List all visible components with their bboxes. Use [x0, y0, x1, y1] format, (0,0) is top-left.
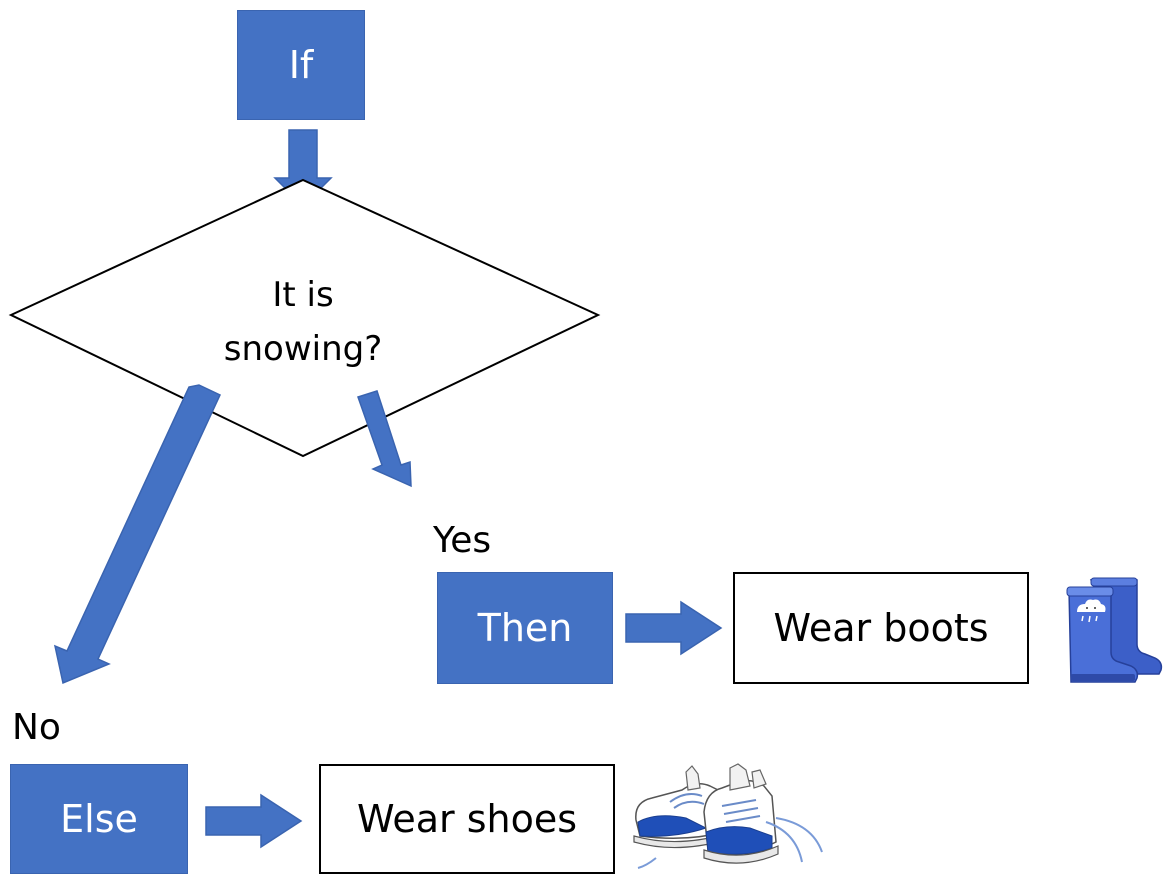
else-block: Else	[10, 764, 188, 874]
decision-question-line1: It is	[272, 275, 334, 315]
yes-label: Yes	[433, 520, 492, 561]
decision-diamond	[8, 178, 601, 458]
decision-question-line2: snowing?	[223, 329, 383, 369]
then-to-action-arrow	[625, 600, 723, 656]
rain-boots-icon	[1066, 577, 1163, 683]
wear-boots-text: Wear boots	[773, 606, 989, 650]
else-label: Else	[60, 797, 138, 841]
yes-branch-arrow	[357, 390, 412, 488]
wear-boots-box: Wear boots	[733, 572, 1029, 684]
then-label: Then	[477, 606, 573, 650]
sneakers-icon	[633, 763, 823, 869]
else-to-action-arrow	[205, 793, 303, 849]
no-branch-arrow	[53, 384, 221, 685]
decision-question: It is snowing?	[193, 268, 413, 376]
if-label: If	[288, 43, 314, 87]
wear-shoes-text: Wear shoes	[356, 797, 578, 841]
if-block: If	[237, 10, 365, 120]
wear-shoes-box: Wear shoes	[319, 764, 615, 874]
no-label: No	[12, 707, 61, 748]
then-block: Then	[437, 572, 613, 684]
